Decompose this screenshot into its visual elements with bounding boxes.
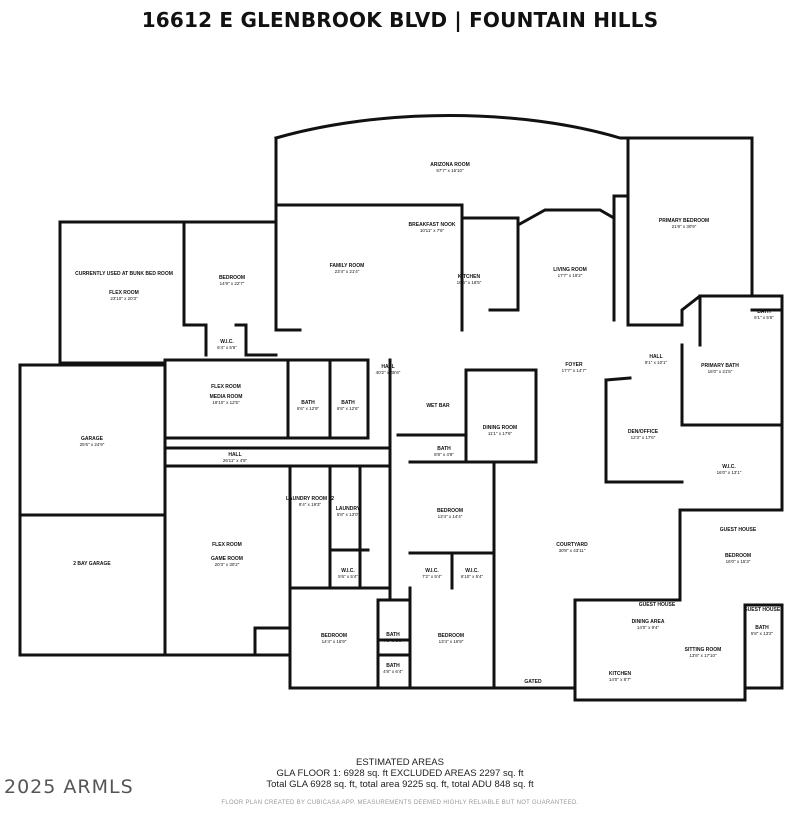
room-label: FOYER xyxy=(565,362,583,368)
room-dimensions: 6'8" x 12'6" xyxy=(337,406,360,411)
room-dimensions: 4'8" x 6'8" xyxy=(383,638,403,643)
room-dimensions: 23'4" x 21'4" xyxy=(335,269,360,274)
room-dimensions: 7'2" x 5'4" xyxy=(422,574,442,579)
room-dimensions: 5'8" x 13'2" xyxy=(751,631,774,636)
room-dimensions: 12'3" x 17'6" xyxy=(631,435,656,440)
room-label: GARAGE xyxy=(81,436,104,442)
room-dimensions: 10'11" x 7'6" xyxy=(420,228,445,233)
room-dimensions: 57'7" x 16'10" xyxy=(436,168,464,173)
room-label: LAUNDRY xyxy=(336,506,361,512)
room-label: FLEX ROOM xyxy=(212,542,242,548)
room-dimensions: 21'8" x 30'9" xyxy=(672,224,697,229)
room-label: W.I.C. xyxy=(341,568,355,574)
room-label: COURTYARD xyxy=(556,542,588,548)
room-label: PRIMARY BATH xyxy=(701,363,739,369)
room-label: BATH xyxy=(437,446,451,452)
room-label: BEDROOM xyxy=(437,508,463,514)
room-dimensions: 23'10" x 20'3" xyxy=(110,296,138,301)
room-label: WET BAR xyxy=(426,403,450,409)
room-label: MEDIA ROOM xyxy=(210,394,243,400)
room-dimensions: 19'10" x 12'5" xyxy=(212,400,240,405)
room-label: BEDROOM xyxy=(321,633,347,639)
room-label: FLEX ROOM xyxy=(109,290,139,296)
room-dimensions: 25'6" x 24'9" xyxy=(80,442,105,447)
room-dimensions: 30'8" x 43'11" xyxy=(559,548,586,553)
room-label: BATH xyxy=(301,400,315,406)
room-label: DEN/OFFICE xyxy=(628,429,659,435)
room-label: W.I.C. xyxy=(220,339,234,345)
room-dimensions: 17'7" x 19'2" xyxy=(558,273,583,278)
room-label: HALL xyxy=(649,354,662,360)
room-label: GUEST HOUSE xyxy=(744,607,781,613)
room-dimensions: 5'6" x 5'4" xyxy=(338,574,358,579)
room-dimensions: 13'8" x 17'10" xyxy=(689,653,717,658)
room-dimensions: 9'1" x 10'1" xyxy=(645,360,668,365)
room-dimensions: 14'9" x 22'7" xyxy=(220,281,245,286)
room-dimensions: 16'0" x 13'1" xyxy=(717,470,742,475)
room-dimensions: 17'7" x 14'7" xyxy=(562,368,587,373)
room-dimensions: 13'4" x 16'9" xyxy=(439,639,464,644)
room-label: GAME ROOM xyxy=(211,556,243,562)
room-label: DINING ROOM xyxy=(483,425,517,431)
room-dimensions: 5'8" x 13'0" xyxy=(337,512,360,517)
page-title: 16612 E GLENBROOK BLVD | FOUNTAIN HILLS xyxy=(141,8,659,32)
room-label: KITCHEN xyxy=(458,274,481,280)
room-label: LIVING ROOM xyxy=(553,267,587,273)
room-label: FLEX ROOM xyxy=(211,384,241,390)
room-dimensions: 8'4" x 19'3" xyxy=(299,502,322,507)
walls xyxy=(18,114,784,702)
room-label: BREAKFAST NOOK xyxy=(409,222,456,228)
room-dimensions: 11'1" x 17'6" xyxy=(488,431,513,436)
room-dimensions: 14'4" x 16'9" xyxy=(322,639,347,644)
room-dimensions: 16'0" x 21'5" xyxy=(708,369,733,374)
room-label: GUEST HOUSE xyxy=(720,527,757,533)
room-label: HALL xyxy=(381,364,394,370)
room-dimensions: 13'4" x 14'4" xyxy=(438,514,463,519)
room-label: W.I.C. xyxy=(465,568,479,574)
room-label: GATED xyxy=(524,679,542,685)
disclaimer: FLOOR PLAN CREATED BY CUBICASA APP. MEAS… xyxy=(221,800,579,806)
room-label: KITCHEN xyxy=(609,671,632,677)
room-dimensions: 20'3" x 30'2" xyxy=(215,562,240,567)
room-dimensions: 40'2" x 45'6" xyxy=(376,370,401,375)
room-label: SITTING ROOM xyxy=(685,647,722,653)
room-label: FAMILY ROOM xyxy=(330,263,365,269)
room-dimensions: 16'0" x 15'3" xyxy=(726,559,751,564)
room-label: BEDROOM xyxy=(725,553,751,559)
room-label: BATH xyxy=(757,309,771,315)
room-dimensions: 8'8" x 4'9" xyxy=(434,452,454,457)
room-label: BEDROOM xyxy=(438,633,464,639)
areas-heading: ESTIMATED AREAS xyxy=(356,757,444,768)
room-label: LAUNDRY ROOM #2 xyxy=(286,496,334,502)
room-label: W.I.C. xyxy=(722,464,736,470)
room-dimensions: 16'6" x 18'5" xyxy=(457,280,482,285)
room-label: GUEST HOUSE xyxy=(639,602,676,608)
room-dimensions: 6'10" x 5'4" xyxy=(461,574,484,579)
room-dimensions: 6'6" x 12'9" xyxy=(297,406,320,411)
room-label: W.I.C. xyxy=(425,568,439,574)
room-dimensions: 6'4" x 5'6" xyxy=(217,345,237,350)
copyright-watermark: 2025 ARMLS xyxy=(4,776,134,798)
room-dimensions: 6'1" x 5'6" xyxy=(754,315,774,320)
room-label: ARIZONA ROOM xyxy=(430,162,470,168)
areas-line-2: Total GLA 6928 sq. ft, total area 9225 s… xyxy=(266,779,534,790)
room-label: DINING AREA xyxy=(632,619,665,625)
room-label: BATH xyxy=(341,400,355,406)
room-label: 2 BAY GARAGE xyxy=(73,561,111,567)
areas-line-1: GLA FLOOR 1: 6928 sq. ft EXCLUDED AREAS … xyxy=(276,768,524,779)
room-label: HALL xyxy=(228,452,241,458)
room-dimensions: 26'11" x 4'9" xyxy=(223,458,248,463)
room-dimensions: 14'0" x 8'7" xyxy=(609,677,632,682)
room-label: BEDROOM xyxy=(219,275,245,281)
room-label: CURRENTLY USED AT BUNK BED ROOM xyxy=(75,271,173,277)
room-dimensions: 14'0" x 9'4" xyxy=(637,625,660,630)
room-label: PRIMARY BEDROOM xyxy=(659,218,709,224)
estimated-areas: ESTIMATED AREAS GLA FLOOR 1: 6928 sq. ft… xyxy=(0,757,800,790)
room-dimensions: 4'8" x 6'4" xyxy=(383,669,403,674)
room-label: BATH xyxy=(386,632,400,638)
room-label: BATH xyxy=(386,663,400,669)
room-label: BATH xyxy=(755,625,769,631)
